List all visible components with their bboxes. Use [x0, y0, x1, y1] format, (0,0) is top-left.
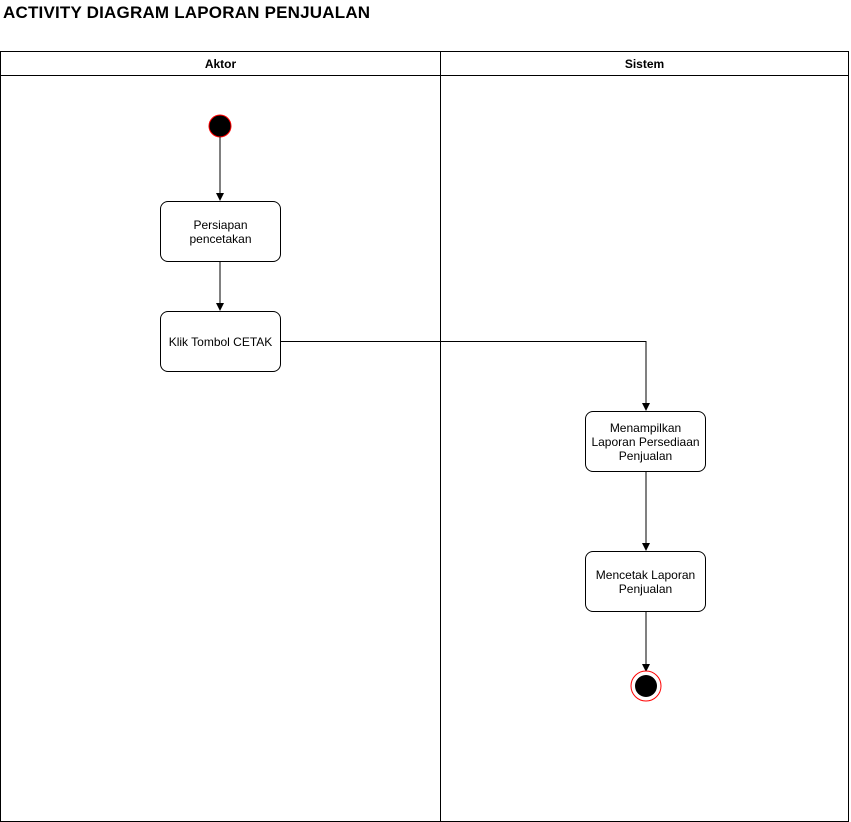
edge-klik-to-menampilkan: [281, 341, 650, 411]
initial-node: [208, 114, 232, 138]
activity-menampilkan-laporan: Menampilkan Laporan Persediaan Penjualan: [585, 411, 706, 472]
activity-mencetak-laporan: Mencetak Laporan Penjualan: [585, 551, 706, 612]
diagram-title: ACTIVITY DIAGRAM LAPORAN PENJUALAN: [3, 3, 371, 22]
activity-klik-tombol-cetak: Klik Tombol CETAK: [160, 311, 281, 372]
activity-persiapan-pencetakan: Persiapan pencetakan: [160, 201, 281, 262]
lane-header-aktor: Aktor: [204, 56, 237, 71]
lane-header-sistem: Sistem: [624, 56, 665, 71]
swimlane-frame: [0, 51, 849, 822]
final-node-core: [635, 675, 657, 697]
